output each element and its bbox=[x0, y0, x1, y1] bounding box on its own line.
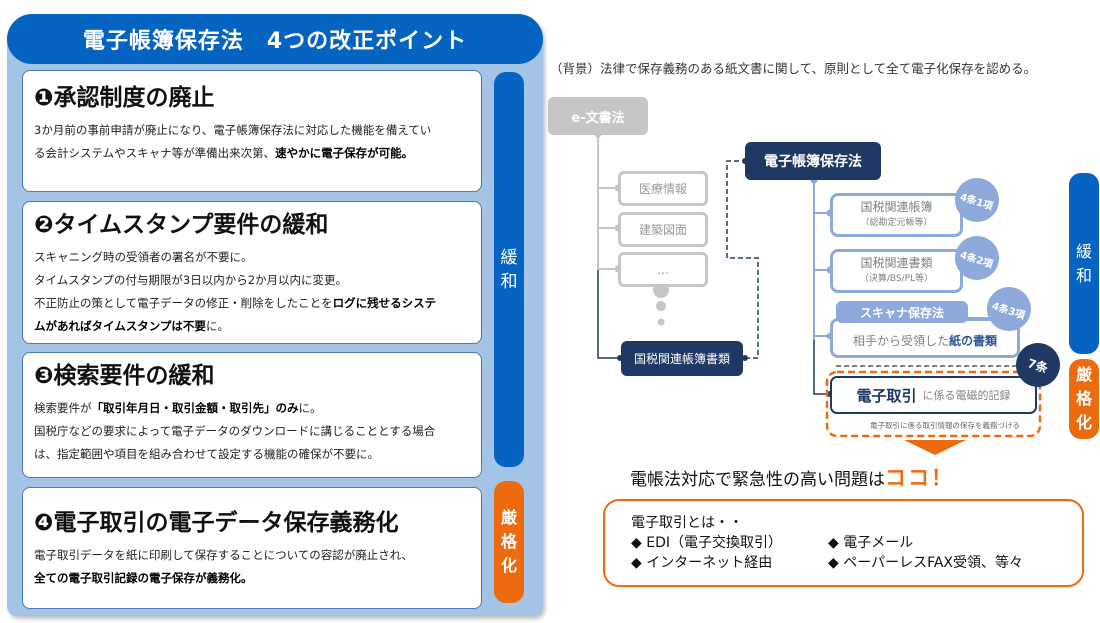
etrade-note: 電子取引に係る取引情報の保存を義務づける bbox=[870, 421, 1020, 430]
badge-char: 格 bbox=[1075, 389, 1092, 408]
ebook-item-title: 国税関連帳簿 bbox=[860, 200, 933, 214]
point-text: 全ての電子取引記録の電子保存が義務化。 bbox=[34, 571, 253, 585]
point-text: 3か月前の事前申請が廃止になり、電子帳簿保存法に対応した機能を備えてい bbox=[34, 123, 432, 137]
ebook-item-sub: （総勘定元帳等） bbox=[860, 218, 933, 228]
badge-char: 化 bbox=[1075, 413, 1092, 432]
point-card-1: ❶承認制度の廃止 3か月前の事前申請が廃止になり、電子帳簿保存法に対応した機能を… bbox=[22, 70, 482, 192]
point-text: 国税庁などの要求によって電子データのダウンロードに講じることとする場合 bbox=[34, 424, 436, 438]
point-text: スキャニング時の受領者の署名が不要に。 bbox=[34, 250, 253, 264]
strict-badge: 厳 格 化 bbox=[494, 481, 524, 603]
definition-item: ◆ EDI（電子交換取引） bbox=[631, 535, 782, 551]
etrade-node: 電子取引 に係る電磁的記録 bbox=[830, 376, 1037, 414]
etrade-definition-box: 電子取引とは・・ ◆ EDI（電子交換取引） ◆ 電子メール ◆ インターネット… bbox=[603, 499, 1084, 587]
badge-char: 厳 bbox=[500, 508, 517, 527]
e-doc-item: 建築図面 bbox=[618, 212, 708, 247]
definition-item: ◆ インターネット経由 bbox=[631, 555, 773, 571]
ebook-item: 国税関連帳簿 （総勘定元帳等） bbox=[830, 193, 963, 237]
badge-char: 厳 bbox=[1075, 365, 1092, 384]
point-heading: ❶承認制度の廃止 bbox=[34, 85, 215, 111]
etrade-desc: に係る電磁的記録 bbox=[922, 389, 1011, 402]
point-text: ムがあればタイムスタンプは不要に。 bbox=[34, 319, 229, 333]
badge-char: 化 bbox=[500, 556, 517, 575]
point-heading: ❹電子取引の電子データ保存義務化 bbox=[34, 510, 399, 536]
point-text: 電子取引データを紙に印刷して保存することについての容認が廃止され、 bbox=[34, 548, 413, 562]
point-card-3: ❸検索要件の緩和 検索要件が「取引年月日・取引金額・取引先」のみに。 国税庁など… bbox=[22, 352, 482, 478]
relax-badge-right: 緩 和 bbox=[1069, 173, 1099, 354]
badge-char: 緩 bbox=[500, 247, 518, 268]
point-text: る会計システムやスキャナ等が準備出来次第、速やかに電子保存が可能。 bbox=[34, 146, 414, 160]
relax-badge: 緩 和 bbox=[494, 72, 524, 467]
point-text: は、指定範囲や項目を組み合わせて設定する機能の確保が不要に。 bbox=[34, 447, 379, 461]
scanner-item: 相手から受領した紙の書類 bbox=[830, 318, 1020, 358]
definition-row: ◆ EDI（電子交換取引） ◆ 電子メール bbox=[631, 533, 1082, 553]
ebook-item: 国税関連書類 （決算/BS/PL等） bbox=[830, 249, 963, 293]
point-card-4: ❹電子取引の電子データ保存義務化 電子取引データを紙に印刷して保存することについ… bbox=[22, 487, 482, 609]
e-doc-item: … bbox=[618, 252, 708, 287]
headline-emphasis: ココ！ bbox=[885, 466, 954, 490]
background-note: （背景）法律で保存義務のある紙文書に関して、原則として全て電子化保存を認める。 bbox=[550, 61, 1037, 76]
point-heading: ❷タイムスタンプ要件の緩和 bbox=[34, 212, 329, 238]
headline-text: 電帳法対応で緊急性の高い問題は bbox=[630, 470, 885, 490]
point-text: 検索要件が「取引年月日・取引金額・取引先」のみに。 bbox=[34, 401, 322, 415]
badge-char: 格 bbox=[500, 532, 517, 551]
scanner-law-label: スキャナ保存法 bbox=[836, 301, 968, 323]
scanner-desc: 相手から受領した紙の書類 bbox=[852, 334, 998, 348]
point-text: タイムスタンプの付与期限が3日以内から2か月以内に変更。 bbox=[34, 273, 348, 287]
ebook-law-node: 電子帳簿保存法 bbox=[745, 142, 881, 180]
definition-row: ◆ インターネット経由 ◆ ペーパーレスFAX受領、等々 bbox=[631, 553, 1082, 573]
tax-docs-node: 国税関連帳簿書類 bbox=[621, 341, 743, 376]
badge-char: 和 bbox=[1075, 265, 1092, 285]
point-text: 不正防止の策として電子データの修正・削除をしたことをログに残せるシステ bbox=[34, 296, 437, 310]
point-card-2: ❷タイムスタンプ要件の緩和 スキャニング時の受領者の署名が不要に。 タイムスタン… bbox=[22, 201, 482, 344]
definition-item: ◆ 電子メール bbox=[828, 535, 914, 551]
ebook-item-sub: （決算/BS/PL等） bbox=[859, 274, 934, 284]
strict-badge-right: 厳 格 化 bbox=[1069, 359, 1099, 439]
ebook-item-title: 国税関連書類 bbox=[860, 256, 933, 270]
e-doc-item: 医療情報 bbox=[618, 171, 708, 206]
definition-intro: 電子取引とは・・ bbox=[631, 515, 743, 531]
definition-item: ◆ ペーパーレスFAX受領、等々 bbox=[828, 555, 1024, 571]
badge-char: 和 bbox=[500, 271, 518, 292]
headline: 電帳法対応で緊急性の高い問題はココ！ bbox=[630, 462, 954, 492]
panel-title: 電子帳簿保存法 4つの改正ポイント bbox=[7, 14, 543, 64]
etrade-title: 電子取引 bbox=[856, 386, 917, 405]
point-heading: ❸検索要件の緩和 bbox=[34, 363, 215, 389]
e-doc-law-node: e-文書法 bbox=[548, 97, 648, 135]
badge-char: 緩 bbox=[1075, 241, 1092, 261]
